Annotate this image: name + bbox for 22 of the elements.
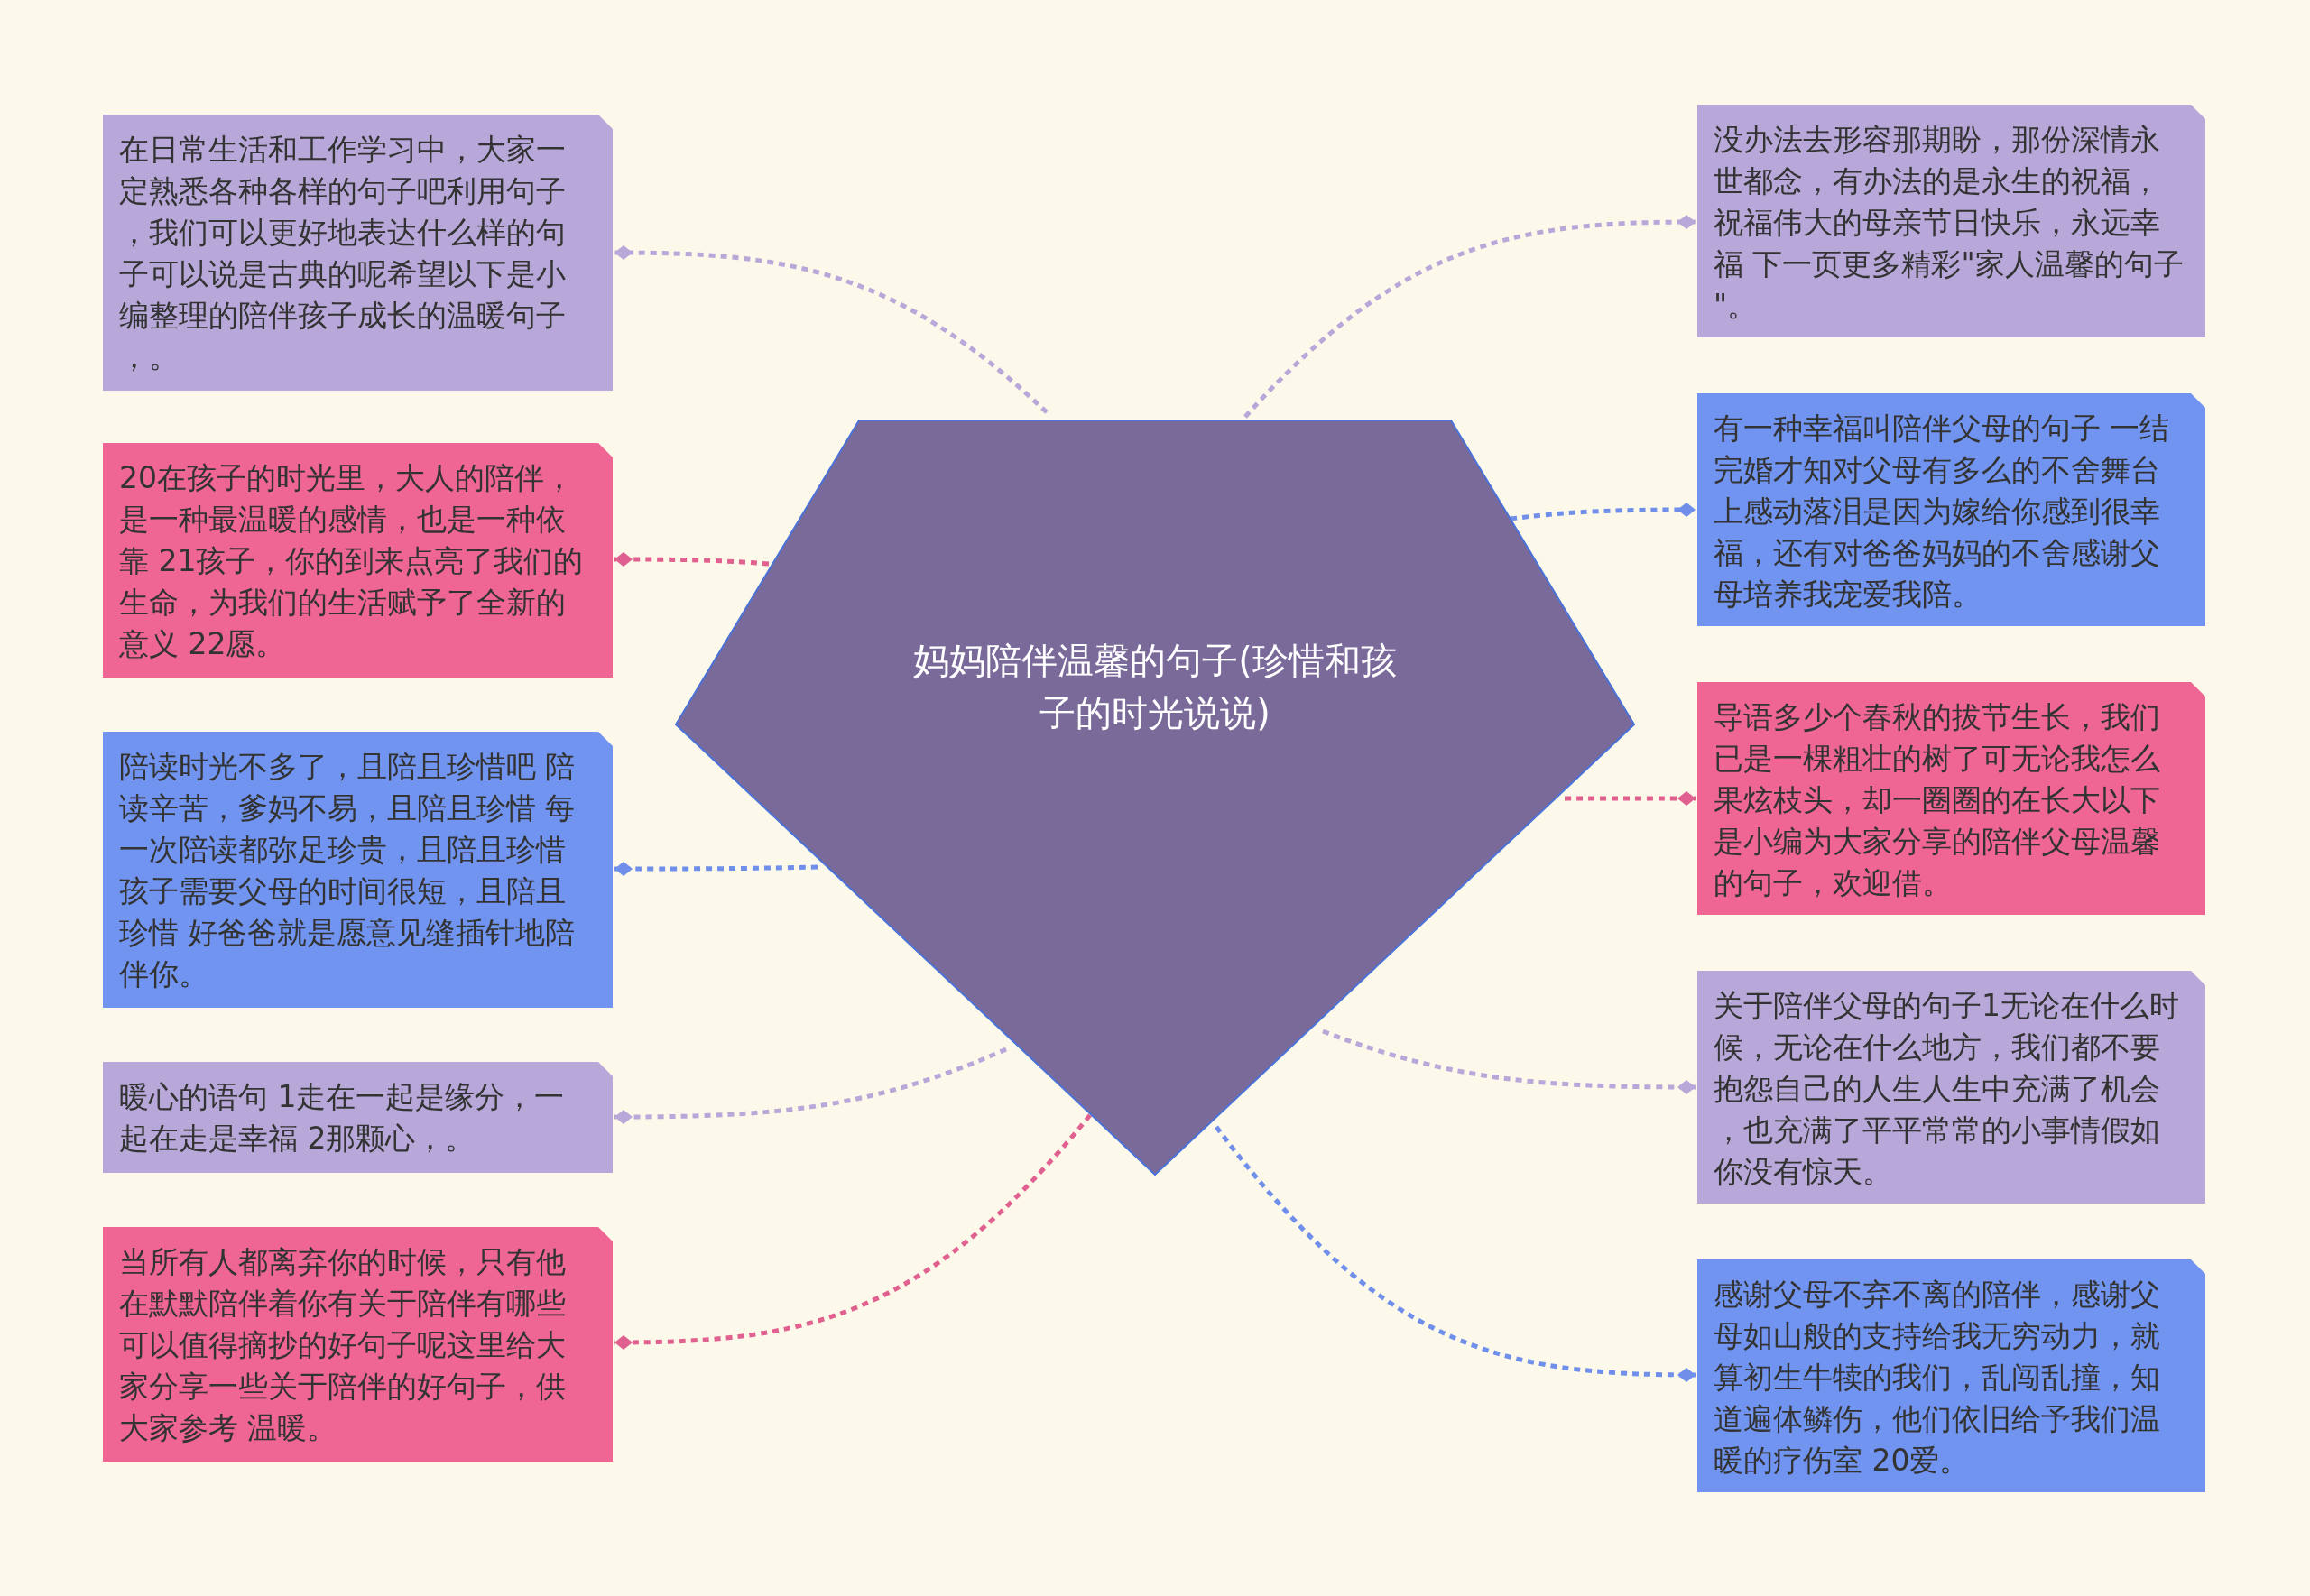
text-box: 没办法去形容那期盼，那份深情永世都念，有办法的是永生的祝福，祝福伟大的母亲节日快乐，永远幸福 下一页更多精彩"家人温馨的句子"。 — [1697, 105, 2205, 337]
connector — [614, 1047, 1007, 1124]
text-box: 感谢父母不弃不离的陪伴，感谢父母如山般的支持给我无穷动力，就算初生牛犊的我们，乱闯乱撞，知道遍体鳞伤，他们依旧给予我们温暖的疗伤室 20爱。 — [1697, 1259, 2205, 1492]
connector — [1565, 791, 1696, 806]
connector — [1215, 1125, 1696, 1382]
text-box: 当所有人都离弃你的时候，只有他在默默陪伴着你有关于陪伴有哪些可以值得摘抄的好句子呢这里给大家分享一些关于陪伴的好句子，供大家参考 温暖。 — [103, 1227, 613, 1462]
text-box: 20在孩子的时光里，大人的陪伴，是一种最温暖的感情，也是一种依靠 21孩子，你的到来点亮了我们的生命，为我们的生活赋予了全新的意义 22愿。 — [103, 443, 613, 678]
text-box: 陪读时光不多了，且陪且珍惜吧 陪读辛苦，爹妈不易，且陪且珍惜 每一次陪读都弥足珍贵，且陪且珍惜孩子需要父母的时间很短，且陪且珍惜 好爸爸就是愿意见缝插针地陪伴你。 — [103, 732, 613, 1008]
text-box: 关于陪伴父母的句子1无论在什么时候，无论在什么地方，我们都不要抱怨自己的人生人生中充满了机会，也充满了平平常常的小事情假如你没有惊天。 — [1697, 971, 2205, 1204]
text-box: 有一种幸福叫陪伴父母的句子 一结完婚才知对父母有多么的不舍舞台上感动落泪是因为嫁给你感到很幸福，还有对爸爸妈妈的不舍感谢父母培养我宠爱我陪。 — [1697, 393, 2205, 626]
text-box: 暖心的语句 1走在一起是缘分，一起在走是幸福 2那颗心，。 — [103, 1062, 613, 1173]
connector — [1322, 1029, 1696, 1094]
text-box: 导语多少个春秋的拔节生长，我们已是一棵粗壮的树了可无论我怎么果炫枝头，却一圈圈的在长大以下是小编为大家分享的陪伴父母温馨的句子，欢迎借。 — [1697, 682, 2205, 915]
connector — [1243, 215, 1696, 419]
connector — [614, 862, 818, 876]
title-text: 妈妈陪伴温馨的句子(珍惜和孩子的时光说说) — [912, 639, 1398, 735]
text-box: 在日常生活和工作学习中，大家一定熟悉各种各样的句子吧利用句子，我们可以更好地表达什么样的句子可以说是古典的呢希望以下是小编整理的陪伴孩子成长的温暖句子，。 — [103, 115, 613, 391]
connector — [614, 552, 770, 567]
connector — [614, 245, 1049, 414]
connector — [1510, 503, 1696, 521]
pentagon-node — [675, 420, 1635, 1176]
connector — [614, 1113, 1092, 1350]
